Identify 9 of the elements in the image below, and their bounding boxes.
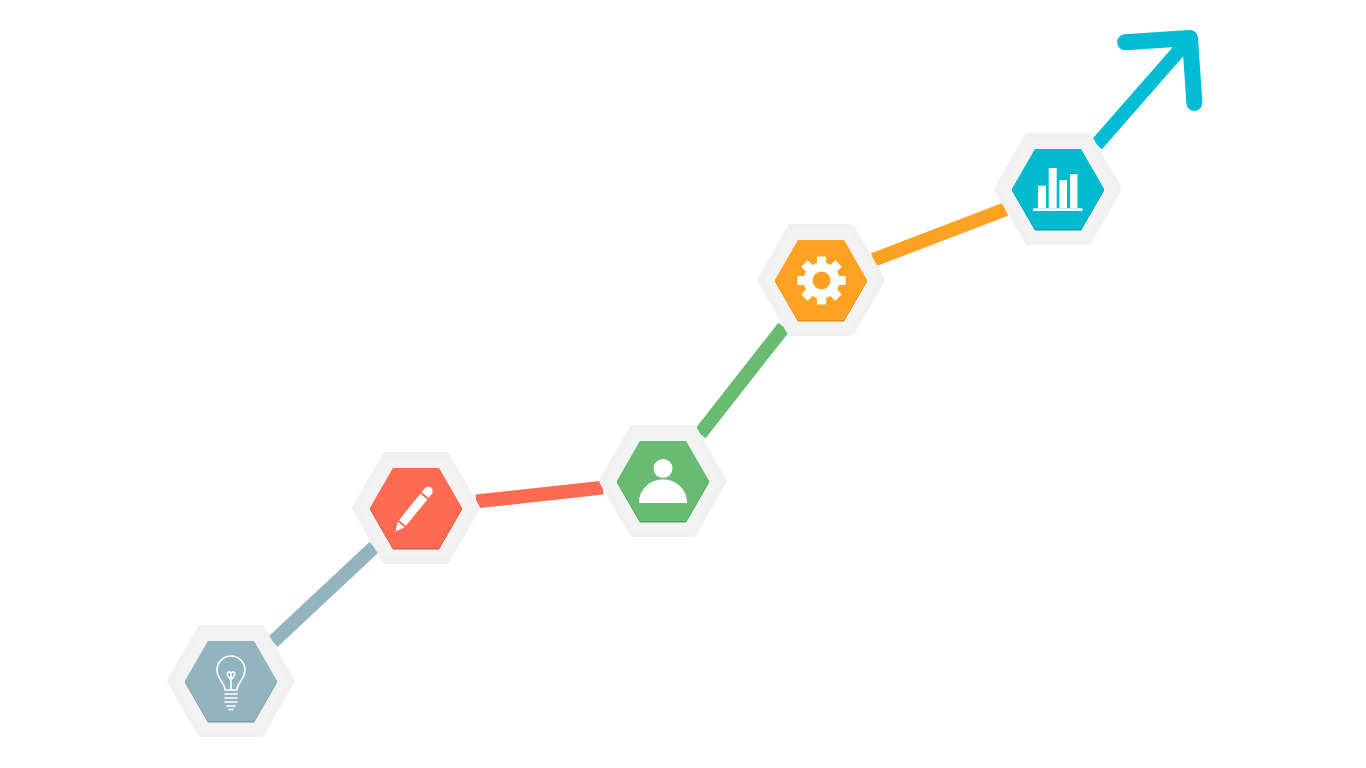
hexagon-node [757,224,885,336]
arrow [1091,30,1203,150]
hexagon-node [994,133,1122,245]
hexagon-node [352,452,480,564]
connector-line [694,322,790,439]
connector-line [475,480,604,509]
hexagon-node [167,625,295,737]
hexagon-node [599,425,727,537]
connector-line [871,202,1008,267]
